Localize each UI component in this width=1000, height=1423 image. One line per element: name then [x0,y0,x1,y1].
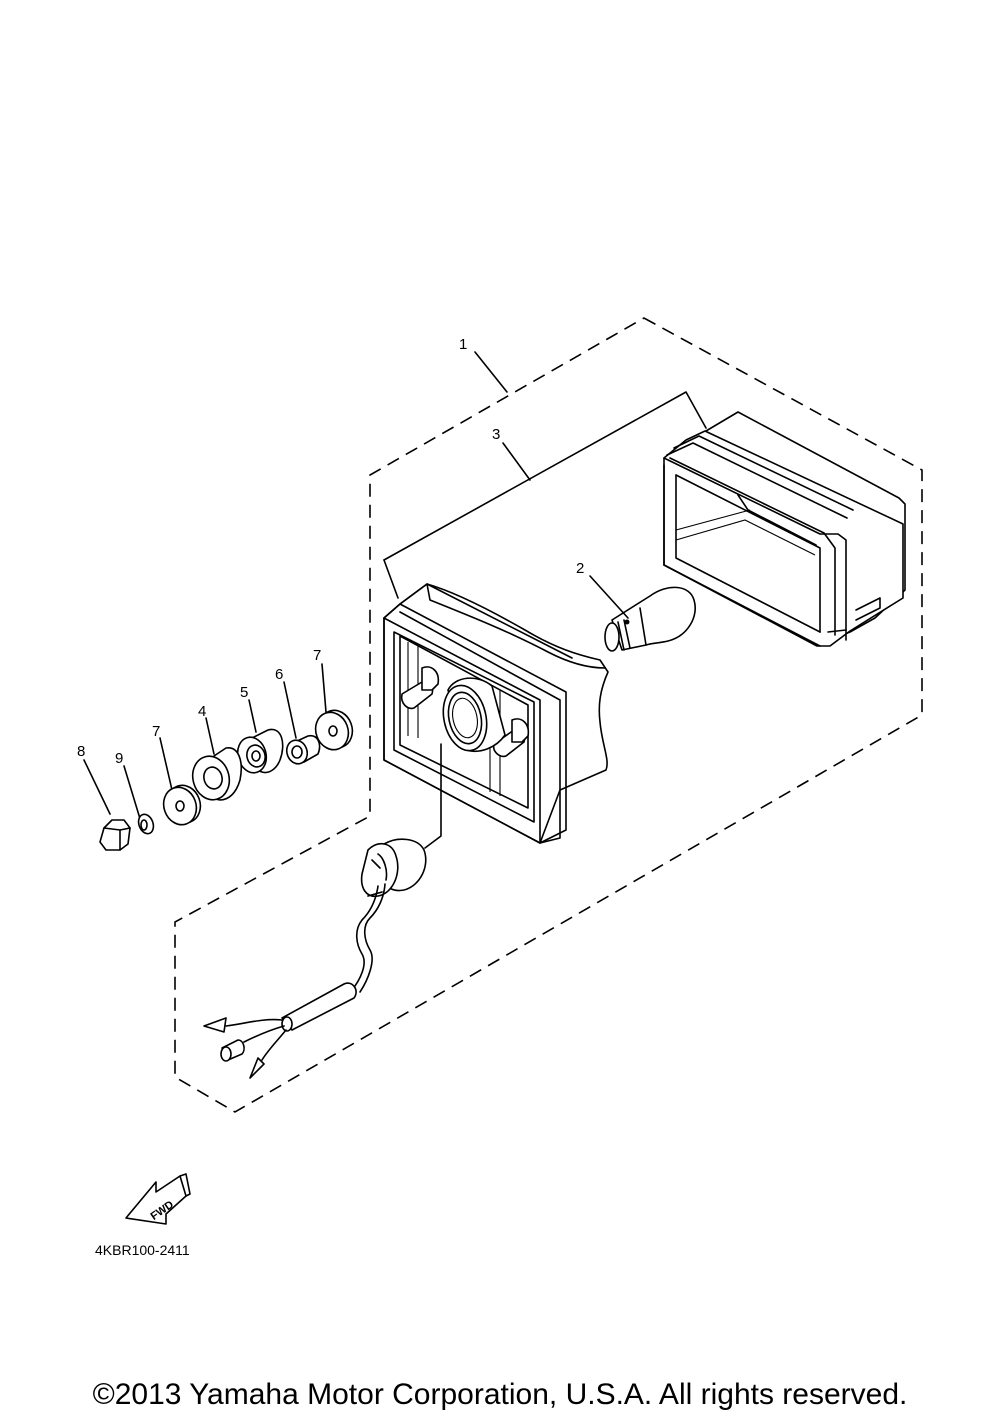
callout-9: 9 [115,750,123,767]
grommet-4 [191,747,242,801]
washer-7-right [314,709,354,751]
grommet-5 [236,728,284,774]
callout-8: 8 [77,743,85,760]
leader-lines [83,351,629,849]
socket-harness [203,838,427,1079]
housing [383,583,609,844]
callout-4: 4 [198,703,206,720]
lock-washer-9 [137,813,155,835]
washer-7-left [162,784,202,826]
fwd-arrow-icon: FWD [125,1173,191,1225]
diagram-code: 4KBR100-2411 [95,1242,190,1258]
collar-6 [285,734,321,765]
callout-1: 1 [459,336,467,353]
lens [663,411,906,647]
callout-2: 2 [576,560,584,577]
callout-6: 6 [275,666,283,683]
bulb [604,586,696,652]
callout-5: 5 [240,684,248,701]
callout-7-left: 7 [152,723,160,740]
copyright-notice: ©2013 Yamaha Motor Corporation, U.S.A. A… [92,1378,908,1411]
callout-7-right: 7 [313,647,321,664]
nut-8 [99,819,131,851]
callout-3: 3 [492,426,500,443]
bracket-3 [383,391,707,599]
